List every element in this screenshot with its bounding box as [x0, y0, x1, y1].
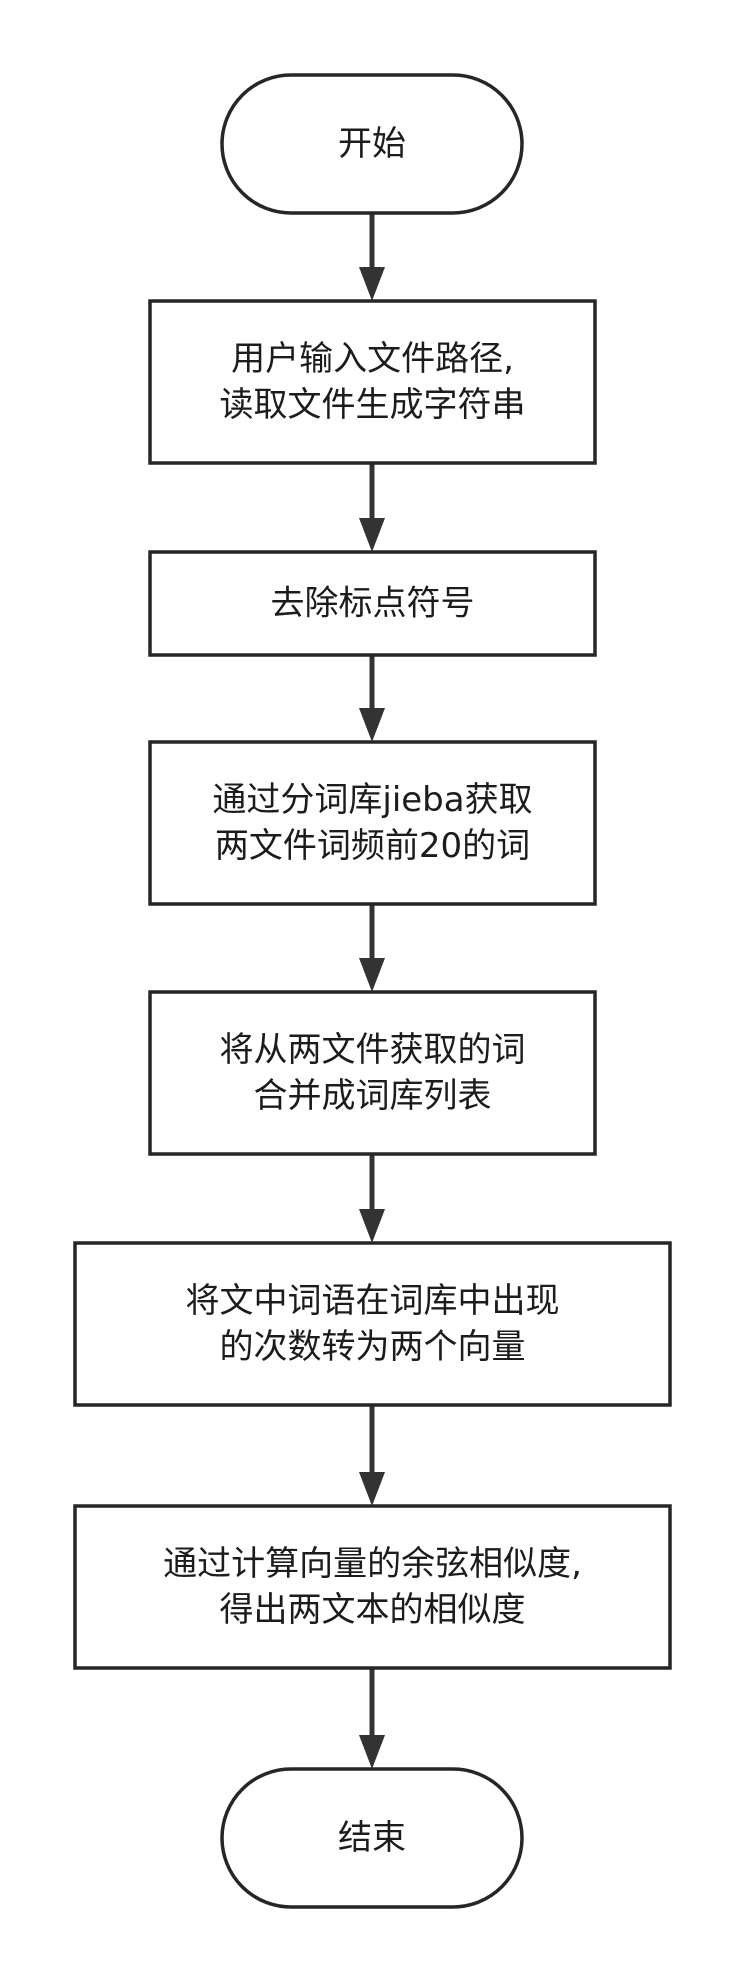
node-label-line: 通过计算向量的余弦相似度,: [163, 1544, 582, 1584]
node-read-file: 用户输入文件路径, 读取文件生成字符串: [148, 299, 597, 465]
process-box: [148, 990, 597, 1156]
process-box: [73, 1241, 672, 1407]
node-label-line: 合并成词库列表: [254, 1076, 492, 1116]
node-label-line: 用户输入文件路径,: [231, 339, 514, 379]
arrow-head-icon: [359, 958, 385, 992]
node-cosine: 通过计算向量的余弦相似度, 得出两文本的相似度: [73, 1504, 672, 1670]
process-box: [148, 740, 597, 906]
arrow-head-icon: [359, 518, 385, 552]
terminal-shape: [220, 1767, 524, 1909]
node-label-line: 两文件词频前20的词: [215, 826, 530, 866]
edge-merge-vocab-to-vectorize: [359, 1154, 385, 1243]
node-label-line: 结束: [338, 1818, 406, 1858]
node-start: 开始: [220, 73, 524, 215]
node-label-line: 将文中词语在词库中出现: [186, 1281, 560, 1321]
arrow-head-icon: [359, 267, 385, 301]
process-box: [148, 550, 597, 657]
arrow-head-icon: [359, 1209, 385, 1243]
edge-cosine-to-end: [359, 1668, 385, 1769]
node-remove-punct: 去除标点符号: [148, 550, 597, 657]
arrow-head-icon: [359, 1735, 385, 1769]
edge-vectorize-to-cosine: [359, 1405, 385, 1506]
node-label-line: 读取文件生成字符串: [220, 385, 526, 425]
edges-layer: [359, 213, 385, 1769]
edge-start-to-read-file: [359, 213, 385, 301]
node-label-line: 通过分词库jieba获取: [212, 780, 532, 820]
node-label-line: 开始: [338, 124, 406, 164]
edge-read-file-to-remove-punct: [359, 463, 385, 552]
node-label-line: 的次数转为两个向量: [220, 1327, 526, 1367]
process-box: [148, 299, 597, 465]
arrow-head-icon: [359, 708, 385, 742]
edge-remove-punct-to-jieba-top20: [359, 655, 385, 742]
arrow-head-icon: [359, 1472, 385, 1506]
node-label-line: 将从两文件获取的词: [220, 1030, 526, 1070]
node-end: 结束: [220, 1767, 524, 1909]
process-box: [73, 1504, 672, 1670]
terminal-shape: [220, 73, 524, 215]
node-label-line: 去除标点符号: [271, 584, 475, 624]
edge-jieba-top20-to-merge-vocab: [359, 904, 385, 992]
node-label-line: 得出两文本的相似度: [220, 1590, 526, 1630]
